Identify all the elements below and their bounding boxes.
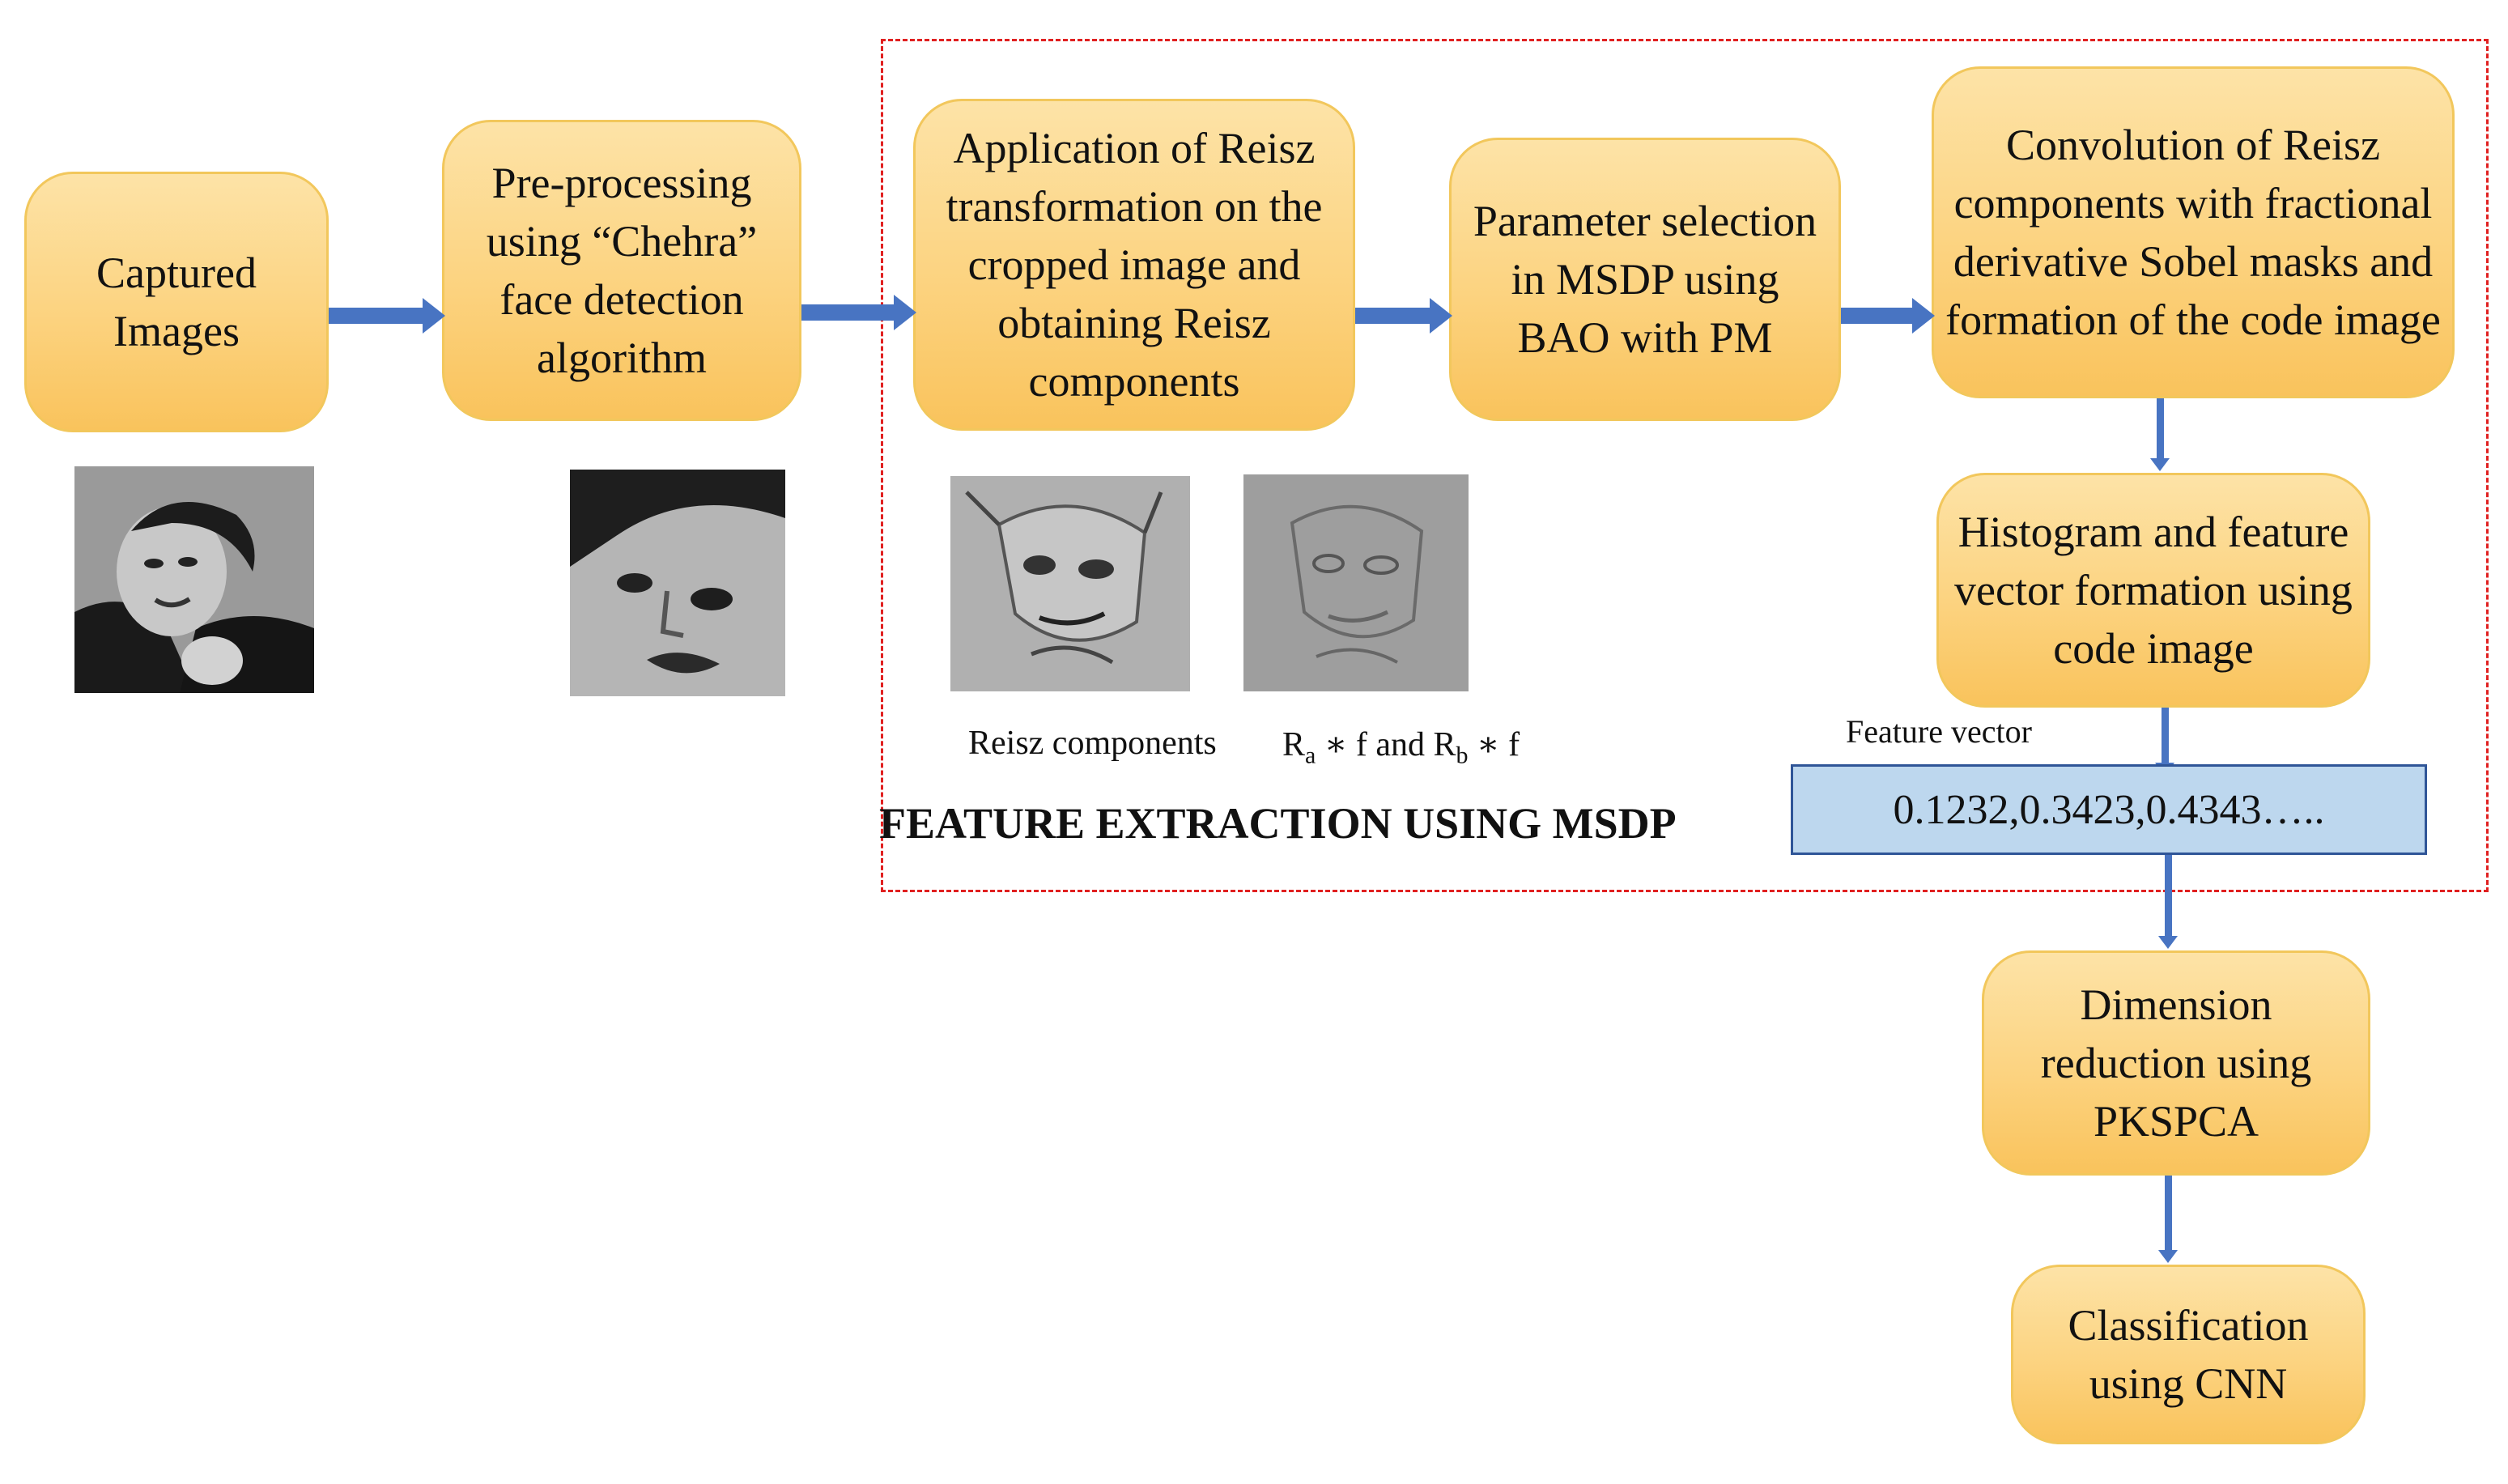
reisz-component-b-image <box>1243 474 1469 691</box>
formula-r-a: R <box>1282 726 1306 763</box>
feature-vector-title-text: Feature vector <box>1846 713 2032 750</box>
classification-text: Classification using CNN <box>2068 1301 2309 1408</box>
arrow-preprocess-to-reisz <box>801 295 916 330</box>
arrow-feature-vector-to-dimension <box>2158 855 2178 949</box>
histogram-box: Histogram and feature vector formation u… <box>1936 473 2370 708</box>
reisz-transformation-box: Application of Reisz transformation on t… <box>913 99 1355 431</box>
reisz-formula-label: Ra ∗ f and Rb ∗ f <box>1282 724 1520 769</box>
feature-extraction-region <box>881 39 2489 892</box>
formula-sub-a: a <box>1305 742 1316 769</box>
feature-extraction-title-text: FEATURE EXTRACTION USING MSDP <box>879 799 1677 848</box>
preprocessing-text: Pre-processing using “Chehra” face detec… <box>486 159 758 382</box>
arrow-dimension-to-classification <box>2158 1176 2178 1263</box>
convolution-text: Convolution of Reisz components with fra… <box>1945 121 2441 344</box>
captured-face-image <box>74 466 314 693</box>
arrow-reisz-to-param <box>1355 298 1452 334</box>
feature-vector-value: 0.1232,0.3423,0.4343….. <box>1893 786 2325 833</box>
reisz-components-label: Reisz components <box>968 724 1217 763</box>
arrow-convolution-to-histogram <box>2150 398 2170 471</box>
formula-end: ∗ f <box>1468 726 1520 763</box>
reisz-component-a-image <box>950 476 1190 691</box>
feature-vector-title: Feature vector <box>1846 712 2032 751</box>
dimension-reduction-box: Dimension reduction using PKSPCA <box>1982 950 2370 1176</box>
histogram-text: Histogram and feature vector formation u… <box>1954 508 2353 673</box>
reisz-components-text: Reisz components <box>968 725 1217 762</box>
arrow-histogram-to-feature-vector <box>2155 708 2174 776</box>
reisz-transformation-text: Application of Reisz transformation on t… <box>946 124 1323 406</box>
convolution-box: Convolution of Reisz components with fra… <box>1932 66 2455 398</box>
captured-images-text: Captured Images <box>96 249 257 355</box>
dimension-reduction-text: Dimension reduction using PKSPCA <box>2040 980 2312 1146</box>
formula-middle: ∗ f and R <box>1316 726 1456 763</box>
feature-extraction-title: FEATURE EXTRACTION USING MSDP <box>879 798 1677 848</box>
parameter-selection-text: Parameter selection in MSDP using BAO wi… <box>1473 197 1817 362</box>
classification-box: Classification using CNN <box>2011 1265 2366 1444</box>
arrow-captured-to-preprocess <box>329 298 445 334</box>
preprocessing-box: Pre-processing using “Chehra” face detec… <box>442 120 801 421</box>
parameter-selection-box: Parameter selection in MSDP using BAO wi… <box>1449 138 1841 421</box>
cropped-face-image <box>570 470 785 696</box>
captured-images-box: Captured Images <box>24 172 329 432</box>
feature-vector-box: 0.1232,0.3423,0.4343….. <box>1791 764 2427 855</box>
formula-sub-b: b <box>1456 742 1469 769</box>
arrow-param-to-convolution <box>1841 298 1935 334</box>
